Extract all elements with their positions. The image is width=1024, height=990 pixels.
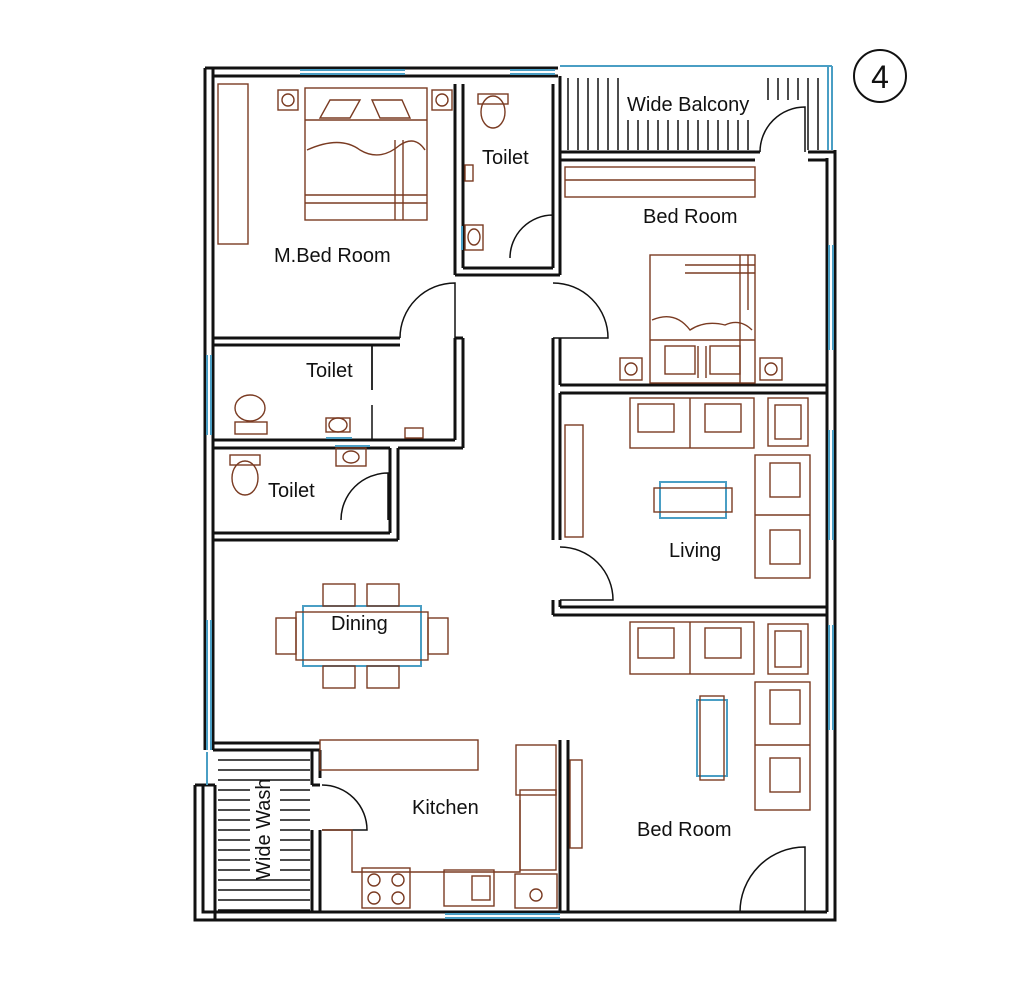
label-toilet-mid: Toilet: [306, 360, 353, 382]
label-master-bed-room: M.Bed Room: [274, 245, 391, 267]
label-wide-balcony: Wide Balcony: [627, 94, 749, 116]
outer-walls: [193, 66, 837, 922]
wash-hatch: [218, 759, 310, 911]
bedroom-bottom-furniture: [569, 621, 811, 849]
doors: [321, 106, 806, 913]
interior-walls: [213, 76, 835, 920]
toilet-lower-fixtures: [229, 445, 370, 496]
living-furniture: [564, 397, 811, 579]
label-dining: Dining: [331, 613, 388, 635]
label-living: Living: [669, 540, 721, 562]
master-bed: [217, 83, 453, 245]
label-bed-room-bottom: Bed Room: [637, 819, 732, 841]
bedroom-top-bed: [564, 166, 783, 384]
label-toilet-lower: Toilet: [268, 480, 315, 502]
plan-number-badge: 4: [853, 49, 907, 103]
dining-table: [275, 583, 449, 689]
toilet-mid-fixtures: [234, 394, 424, 439]
room-labels: Wide Balcony Toilet Bed Room M.Bed Room …: [253, 94, 749, 880]
windows: [206, 65, 834, 919]
label-bed-room-top: Bed Room: [643, 206, 738, 228]
kitchen-counters: [319, 739, 558, 909]
label-wide-wash: Wide Wash: [253, 778, 275, 880]
balcony-hatch: [567, 78, 819, 150]
plan-number: 4: [871, 59, 889, 95]
toilet-top-fixtures: [461, 93, 509, 251]
label-toilet-top: Toilet: [482, 147, 529, 169]
label-kitchen: Kitchen: [412, 797, 479, 819]
